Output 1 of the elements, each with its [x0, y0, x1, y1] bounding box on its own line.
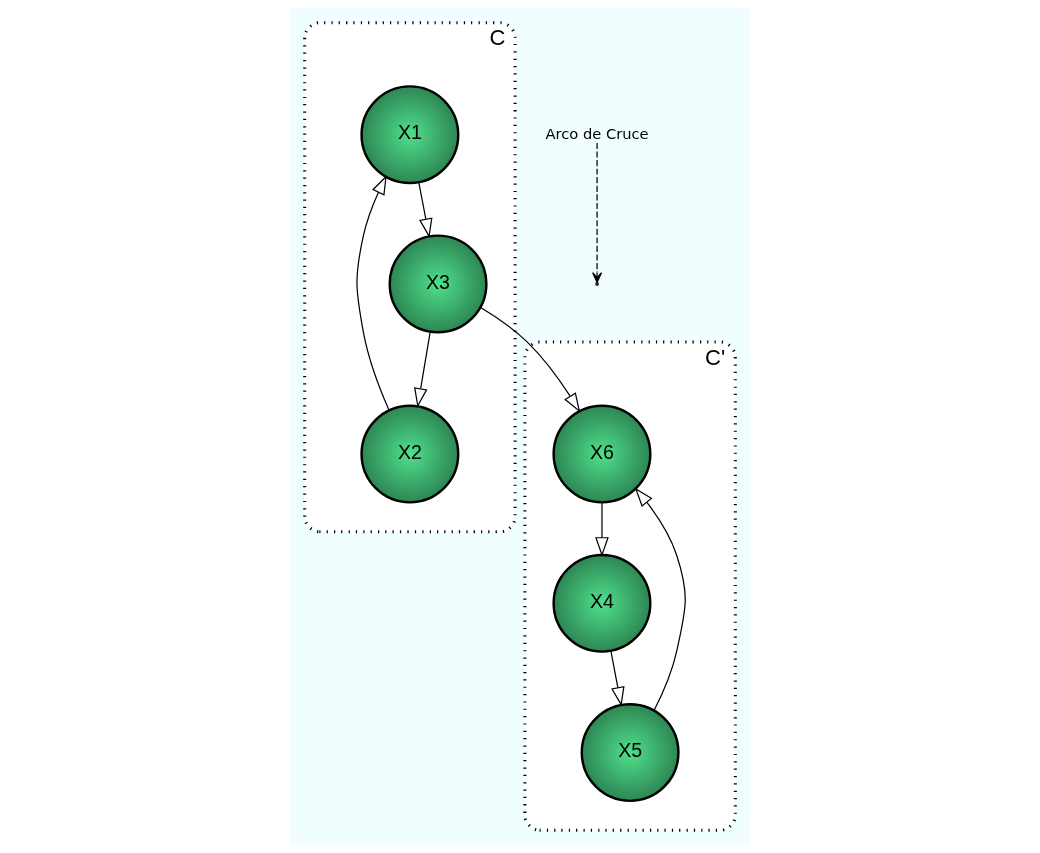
node-text: Arco de Cruce [545, 124, 649, 142]
